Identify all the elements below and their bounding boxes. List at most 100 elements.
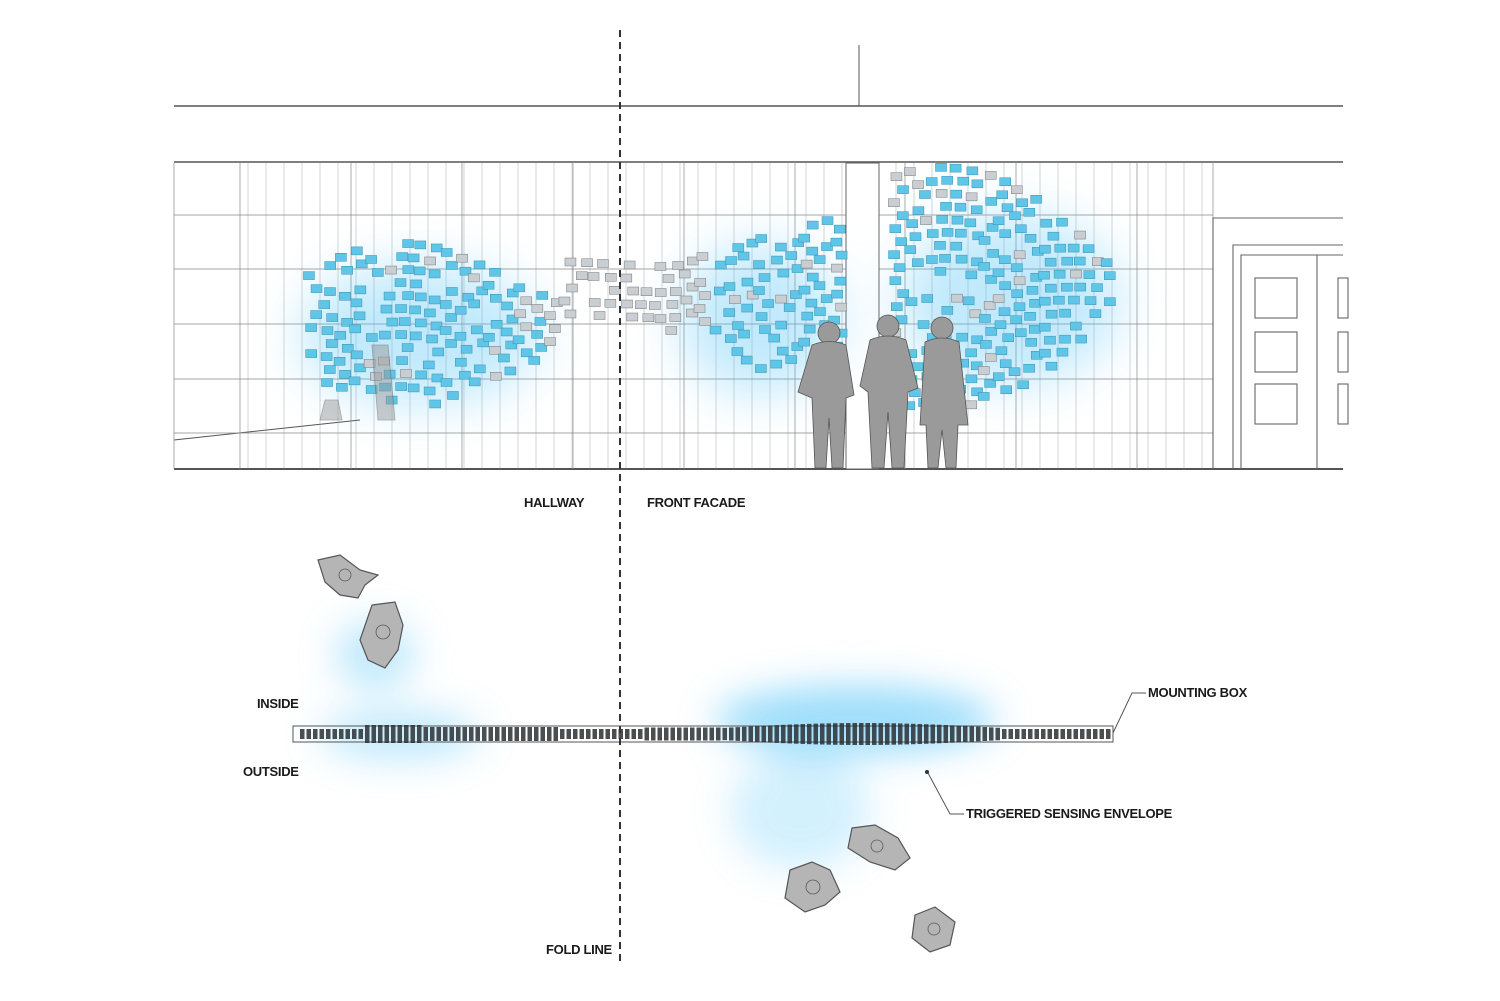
sensor-module <box>1075 334 1087 344</box>
sensor-module <box>429 399 441 409</box>
module-plan-bar <box>937 724 942 744</box>
sensor-module <box>792 238 804 247</box>
sensor-module <box>348 376 361 386</box>
module-plan-bar <box>1093 729 1098 739</box>
module-plan-bar <box>748 726 753 742</box>
module-plan-bar <box>982 727 987 741</box>
module-plan-bar <box>826 723 831 745</box>
module-plan-bar <box>690 727 695 741</box>
sensor-module <box>935 163 947 172</box>
sensor-module <box>905 297 918 306</box>
sensor-module <box>534 317 547 326</box>
sensor-module <box>1039 348 1051 358</box>
sensor-module <box>500 327 513 337</box>
sensor-module <box>558 296 571 306</box>
sensor-module <box>432 347 445 357</box>
sensor-module <box>623 260 636 270</box>
sensor-module <box>966 166 979 176</box>
sensor-module <box>925 177 938 186</box>
sensor-module <box>383 291 396 301</box>
module-plan-bar <box>878 723 883 745</box>
sensor-module <box>962 296 975 306</box>
sensor-module <box>1074 230 1086 240</box>
sensor-module <box>831 263 843 273</box>
sensor-module <box>762 299 774 308</box>
module-plan-bar <box>911 723 916 745</box>
sensor-module <box>909 232 922 241</box>
module-plan-bar <box>566 729 571 739</box>
sensor-module <box>790 290 802 299</box>
module-plan-bar <box>761 725 766 743</box>
sensor-module <box>951 215 964 225</box>
sensor-module <box>506 314 519 324</box>
sensor-module <box>998 307 1011 317</box>
sensor-module <box>339 370 351 379</box>
sensor-module <box>531 304 544 313</box>
sensor-module <box>1045 361 1058 371</box>
module-plan-bar <box>430 727 435 741</box>
sensor-module <box>445 313 457 322</box>
sensor-module <box>888 250 900 259</box>
sensing-glow <box>320 620 995 870</box>
sensor-module <box>413 266 426 276</box>
sensor-module <box>831 289 843 299</box>
sensor-module <box>746 238 759 248</box>
sensor-module <box>439 300 452 309</box>
sensor-module <box>566 283 578 293</box>
sensor-module <box>1000 385 1012 395</box>
sensor-module <box>955 254 968 264</box>
sensor-module <box>993 372 1005 382</box>
module-plan-bar <box>963 725 968 743</box>
sensor-module <box>912 206 925 215</box>
sensor-module <box>738 329 750 339</box>
module-plan-row <box>300 723 1111 745</box>
module-plan-bar <box>735 727 740 741</box>
sensor-module <box>1014 328 1027 338</box>
module-plan-bar <box>917 724 922 744</box>
person-figure <box>319 344 396 421</box>
door-panel <box>1337 383 1349 425</box>
sensing-envelope-leader <box>927 772 964 815</box>
module-plan-bar <box>677 727 682 741</box>
module-plan-bar <box>475 727 480 741</box>
sensor-module <box>820 294 833 303</box>
sensor-module <box>320 352 333 361</box>
module-plan-bar <box>1099 729 1104 739</box>
module-plan-bar <box>846 723 851 745</box>
sensor-module <box>834 276 847 286</box>
sensor-module <box>428 295 441 305</box>
module-plan-bar <box>436 727 441 741</box>
sensor-module <box>785 355 798 364</box>
module-plan-bar <box>540 727 545 741</box>
sensor-module <box>965 192 978 202</box>
sensor-module <box>415 370 427 380</box>
sensor-module <box>430 321 443 331</box>
sensor-module <box>785 251 797 260</box>
sensor-module <box>455 357 467 367</box>
sensor-module <box>985 353 997 362</box>
visitor-plan-figure <box>359 601 404 669</box>
module-plan-bar <box>787 724 792 744</box>
sensor-module <box>912 180 924 189</box>
sensor-module <box>439 326 452 335</box>
sensor-module <box>1045 309 1058 319</box>
sensor-module <box>770 359 783 369</box>
module-plan-bar <box>592 729 597 739</box>
module-plan-bar <box>924 724 929 744</box>
sensor-module <box>520 296 533 306</box>
sensor-module <box>741 303 753 313</box>
sensor-module <box>835 250 848 260</box>
sensor-module <box>965 270 978 280</box>
sensor-module <box>640 287 653 296</box>
label-front-facade: FRONT FACADE <box>647 495 746 510</box>
door-panel <box>1337 277 1349 319</box>
sensor-module <box>326 313 338 322</box>
sensor-module <box>305 349 317 358</box>
sensor-module <box>597 259 609 268</box>
module-plan-bar <box>1002 729 1007 739</box>
sensor-module <box>835 302 847 312</box>
door-panel <box>1254 383 1298 425</box>
module-plan-bar <box>904 723 909 745</box>
sensor-module <box>1083 270 1096 279</box>
sensor-module <box>321 326 334 335</box>
